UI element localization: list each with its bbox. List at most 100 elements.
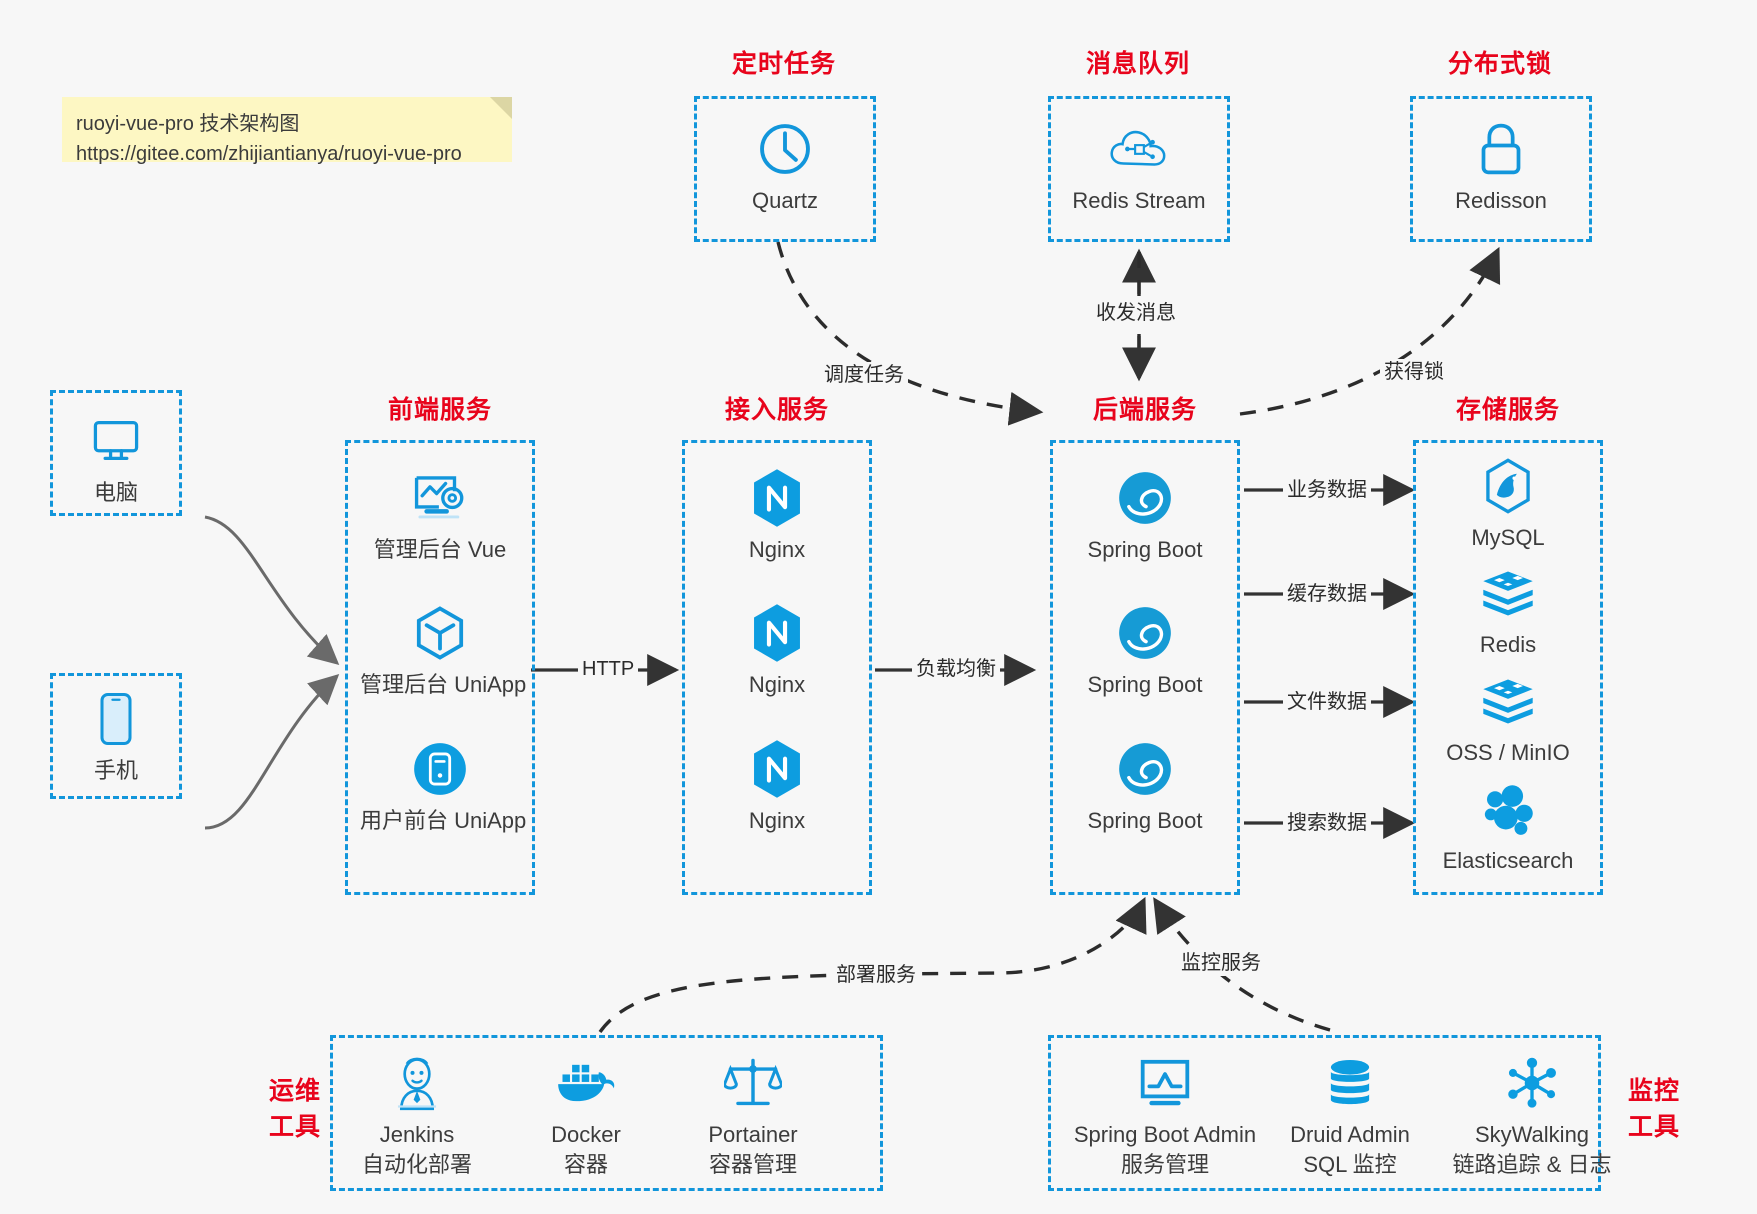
node-spring-boot-1[interactable]: Spring Boot bbox=[1065, 467, 1225, 565]
node-label-druid-admin: Druid Admin bbox=[1290, 1122, 1410, 1147]
group-title-gateway: 接入服务 bbox=[724, 396, 829, 424]
node-label-redis: Redis bbox=[1479, 632, 1537, 657]
group-box-devops bbox=[330, 1035, 883, 1191]
cloud-stream-icon bbox=[1059, 118, 1219, 180]
node-mobile[interactable]: 手机 bbox=[36, 688, 196, 786]
node-label-redis-stream: Redis Stream bbox=[1072, 188, 1206, 213]
node-nginx-2[interactable]: Nginx bbox=[697, 602, 857, 700]
edge-label-deploy-service: 部署服务 bbox=[832, 962, 920, 988]
redis-icon bbox=[1428, 670, 1588, 732]
nginx-icon bbox=[697, 738, 857, 800]
network-node-icon bbox=[1434, 1052, 1630, 1114]
group-title-frontend: 前端服务 bbox=[387, 396, 492, 424]
spring-icon bbox=[1065, 738, 1225, 800]
diagram-note: ruoyi-vue-pro 技术架构图 https://gitee.com/zh… bbox=[62, 97, 512, 165]
group-title-devops: 运维 工具 bbox=[255, 1073, 335, 1145]
node-redis-stream[interactable]: Redis Stream bbox=[1059, 118, 1219, 216]
node-label-nginx-1: Nginx bbox=[748, 537, 806, 562]
jenkins-icon bbox=[337, 1052, 497, 1114]
node-nginx-1[interactable]: Nginx bbox=[697, 467, 857, 565]
node-label-admin-vue: 管理后台 Vue bbox=[373, 537, 507, 562]
phone-icon bbox=[36, 688, 196, 750]
group-title-devops-line2: 工具 bbox=[268, 1113, 321, 1141]
edge-pc-to-frontend bbox=[204, 515, 340, 665]
node-redisson[interactable]: Redisson bbox=[1421, 118, 1581, 216]
group-box-pc bbox=[50, 390, 182, 516]
edge-label-http: HTTP bbox=[578, 656, 639, 682]
group-title-scheduler: 定时任务 bbox=[731, 50, 836, 78]
desktop-icon bbox=[36, 410, 196, 472]
redis-icon bbox=[1428, 562, 1588, 624]
node-label-pc: 电脑 bbox=[93, 480, 138, 505]
node-sublabel-druid-admin: SQL 监控 bbox=[1303, 1152, 1397, 1177]
node-mysql[interactable]: MySQL bbox=[1428, 455, 1588, 553]
node-label-user-uniapp: 用户前台 UniApp bbox=[360, 808, 527, 833]
node-elasticsearch[interactable]: Elasticsearch bbox=[1428, 778, 1588, 876]
node-label-redisson: Redisson bbox=[1455, 188, 1547, 213]
group-box-mobile bbox=[50, 673, 182, 799]
node-label-spring-boot-2: Spring Boot bbox=[1087, 672, 1203, 697]
node-label-nginx-2: Nginx bbox=[748, 672, 806, 697]
edge-label-monitor-service: 监控服务 bbox=[1177, 950, 1265, 976]
lock-icon bbox=[1421, 118, 1581, 180]
spring-icon bbox=[1065, 602, 1225, 664]
spring-icon bbox=[1065, 467, 1225, 529]
node-spring-boot-admin[interactable]: Spring Boot Admin 服务管理 bbox=[1067, 1052, 1263, 1180]
clock-icon bbox=[705, 118, 865, 180]
node-user-uniapp[interactable]: 用户前台 UniApp bbox=[360, 738, 527, 836]
node-label-skywalking: SkyWalking bbox=[1474, 1122, 1590, 1147]
node-sublabel-jenkins: 自动化部署 bbox=[361, 1152, 472, 1177]
nginx-icon bbox=[697, 602, 857, 664]
group-box-monitor bbox=[1048, 1035, 1601, 1191]
group-box-mq bbox=[1048, 96, 1230, 242]
edge-label-send-receive-message: 收发消息 bbox=[1092, 300, 1180, 326]
node-portainer[interactable]: Portainer 容器管理 bbox=[673, 1052, 833, 1180]
note-fold-corner bbox=[490, 97, 512, 119]
node-oss-minio[interactable]: OSS / MinIO bbox=[1428, 670, 1588, 768]
cube-icon bbox=[360, 602, 520, 664]
group-box-frontend bbox=[345, 440, 535, 895]
group-box-scheduler bbox=[694, 96, 876, 242]
node-nginx-3[interactable]: Nginx bbox=[697, 738, 857, 836]
node-jenkins[interactable]: Jenkins 自动化部署 bbox=[337, 1052, 497, 1180]
node-spring-boot-2[interactable]: Spring Boot bbox=[1065, 602, 1225, 700]
group-title-backend: 后端服务 bbox=[1092, 396, 1197, 424]
node-redis[interactable]: Redis bbox=[1428, 562, 1588, 660]
edge-label-acquire-lock: 获得锁 bbox=[1380, 359, 1448, 385]
group-box-storage bbox=[1413, 440, 1603, 895]
node-label-quartz: Quartz bbox=[751, 188, 819, 213]
docker-icon bbox=[506, 1052, 666, 1114]
node-label-portainer: Portainer bbox=[708, 1122, 798, 1147]
node-label-mysql: MySQL bbox=[1471, 525, 1545, 550]
edge-label-cache-data: 缓存数据 bbox=[1283, 581, 1371, 607]
node-sublabel-docker: 容器 bbox=[563, 1152, 608, 1177]
group-title-monitor-line1: 监控 bbox=[1627, 1077, 1680, 1105]
node-admin-uniapp[interactable]: 管理后台 UniApp bbox=[360, 602, 526, 700]
elasticsearch-icon bbox=[1428, 778, 1588, 840]
node-quartz[interactable]: Quartz bbox=[705, 118, 865, 216]
edge-mobile-to-frontend bbox=[204, 673, 340, 830]
mobile-circle-icon bbox=[360, 738, 520, 800]
monitor-chart-icon bbox=[1067, 1052, 1263, 1114]
group-title-mq: 消息队列 bbox=[1085, 50, 1190, 78]
node-pc[interactable]: 电脑 bbox=[36, 410, 196, 508]
node-docker[interactable]: Docker 容器 bbox=[506, 1052, 666, 1180]
note-line-title: ruoyi-vue-pro 技术架构图 bbox=[76, 113, 300, 135]
node-admin-vue[interactable]: 管理后台 Vue bbox=[360, 467, 520, 565]
edge-label-search-data: 搜索数据 bbox=[1283, 810, 1371, 836]
node-skywalking[interactable]: SkyWalking 链路追踪 & 日志 bbox=[1434, 1052, 1630, 1180]
node-druid-admin[interactable]: Druid Admin SQL 监控 bbox=[1270, 1052, 1430, 1180]
group-title-devops-line1: 运维 bbox=[268, 1077, 321, 1105]
group-box-lock bbox=[1410, 96, 1592, 242]
node-label-nginx-3: Nginx bbox=[748, 808, 806, 833]
node-label-spring-boot-3: Spring Boot bbox=[1087, 808, 1203, 833]
edge-quartz-to-backend bbox=[776, 241, 1044, 426]
group-box-backend bbox=[1050, 440, 1240, 895]
edge-label-business-data: 业务数据 bbox=[1283, 477, 1371, 503]
node-sublabel-portainer: 容器管理 bbox=[708, 1152, 797, 1177]
node-spring-boot-3[interactable]: Spring Boot bbox=[1065, 738, 1225, 836]
dashboard-icon bbox=[360, 467, 520, 529]
node-sublabel-skywalking: 链路追踪 & 日志 bbox=[1452, 1152, 1612, 1177]
edge-label-load-balance: 负载均衡 bbox=[912, 656, 1000, 682]
